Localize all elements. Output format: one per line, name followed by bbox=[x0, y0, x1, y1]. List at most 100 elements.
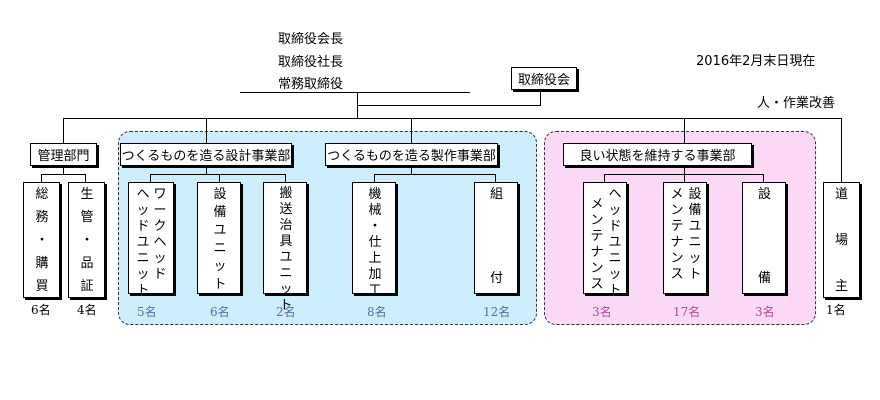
unit-label-char: ー bbox=[153, 203, 167, 218]
unit-label-char: ユ bbox=[608, 235, 622, 250]
equipment-unit-box: 設備ユニット bbox=[197, 182, 241, 294]
improvement-label: 人・作業改善 bbox=[757, 96, 836, 111]
assembly-char-bottom: 付 bbox=[490, 271, 504, 286]
unit-label-char: ヘ bbox=[136, 187, 150, 202]
dojo-char-1: 道 bbox=[835, 187, 849, 202]
assembly-char-top: 組 bbox=[490, 187, 504, 202]
general-affairs-count: 6名 bbox=[31, 303, 51, 317]
unit-label-char: 務 bbox=[35, 210, 49, 225]
equipment-unit-maint-col2: メンテナンス bbox=[670, 187, 684, 283]
equipment-maintenance-count: 3名 bbox=[755, 305, 775, 319]
general-affairs-purchasing-text: 総 務 ・ 購 買 bbox=[35, 187, 49, 295]
unit-label-char: ・ bbox=[368, 219, 382, 234]
unit-label-char: ッ bbox=[136, 267, 150, 282]
unit-label-char: ト bbox=[279, 298, 293, 313]
unit-label-char: 設 bbox=[688, 187, 702, 202]
unit-label-char: 管 bbox=[80, 210, 94, 225]
equipment-unit-text: 設備ユニット bbox=[213, 187, 227, 293]
unit-label-char: メ bbox=[670, 187, 684, 202]
as-of-date: 2016年2月末日現在 bbox=[696, 54, 816, 69]
general-affairs-purchasing-box: 総 務 ・ 購 買 bbox=[23, 182, 60, 298]
unit-label-char: ・ bbox=[35, 233, 49, 248]
unit-label-char: ト bbox=[136, 283, 150, 298]
unit-label-char: 加 bbox=[368, 267, 382, 282]
unit-label-char: 機 bbox=[368, 187, 382, 202]
unit-label-char: ド bbox=[153, 267, 167, 282]
dojo-char-2: 場 bbox=[835, 233, 849, 248]
unit-label-char: ト bbox=[213, 277, 227, 292]
equipment-maintenance-box: 設 備 bbox=[742, 182, 786, 294]
head-unit-maint-col2: メンテナンス bbox=[590, 197, 604, 293]
unit-label-char: 購 bbox=[35, 256, 49, 271]
machining-finishing-count: 8名 bbox=[367, 305, 387, 319]
equipment-char-top: 設 bbox=[758, 187, 772, 202]
machining-finishing-text: 機械・仕上加工 bbox=[368, 187, 382, 299]
dojo-master-box: 道 場 主 bbox=[823, 182, 860, 298]
unit-label-char: 治 bbox=[279, 218, 293, 233]
unit-label-char: ナ bbox=[670, 235, 684, 250]
work-head-col: ワークヘッド bbox=[153, 187, 167, 283]
unit-label-char: ド bbox=[608, 219, 622, 234]
unit-label-char: ユ bbox=[213, 223, 227, 238]
unit-label-char: ニ bbox=[279, 266, 293, 281]
equipment-unit-maint-col1: 設備ユニット bbox=[688, 187, 702, 283]
unit-label-char: 生 bbox=[80, 187, 94, 202]
unit-label-char: ト bbox=[688, 267, 702, 282]
unit-label-char: 備 bbox=[688, 203, 702, 218]
exec-chairman: 取締役会長 bbox=[278, 32, 344, 47]
unit-label-char: 送 bbox=[279, 202, 293, 217]
head-unit-maintenance-count: 3名 bbox=[592, 305, 612, 319]
unit-label-char: ・ bbox=[80, 233, 94, 248]
unit-label-char: 総 bbox=[35, 187, 49, 202]
unit-label-char: ン bbox=[590, 261, 604, 276]
manufacturing-division-box: つくるものを造る製作事業部 bbox=[325, 143, 498, 166]
unit-label-char: ッ bbox=[213, 259, 227, 274]
unit-label-char: ド bbox=[136, 219, 150, 234]
unit-label-char: 工 bbox=[368, 283, 382, 298]
unit-label-char: ン bbox=[670, 203, 684, 218]
exec-managing-director: 常務取締役 bbox=[278, 77, 344, 92]
unit-label-char: 械 bbox=[368, 203, 382, 218]
transport-jig-unit-box: 搬送治具ユニット bbox=[263, 182, 307, 313]
unit-label-char: ス bbox=[590, 277, 604, 292]
equipment-unit-maintenance-count: 17名 bbox=[673, 305, 701, 319]
unit-label-char: ヘ bbox=[608, 187, 622, 202]
exec-president: 取締役社長 bbox=[278, 55, 344, 70]
unit-label-char: ッ bbox=[608, 203, 622, 218]
unit-label-char: ユ bbox=[136, 235, 150, 250]
unit-label-char: ッ bbox=[136, 203, 150, 218]
unit-label-char: ン bbox=[590, 213, 604, 228]
unit-label-char: 備 bbox=[213, 205, 227, 220]
production-quality-box: 生 管 ・ 品 証 bbox=[68, 182, 105, 298]
unit-label-char: テ bbox=[590, 229, 604, 244]
unit-label-char: ニ bbox=[688, 235, 702, 250]
equipment-char-bottom: 備 bbox=[758, 271, 772, 286]
unit-label-char: ッ bbox=[688, 251, 702, 266]
unit-label-char: ッ bbox=[279, 282, 293, 297]
unit-label-char: ユ bbox=[688, 219, 702, 234]
maintenance-division-box: 良い状態を維持する事業部 bbox=[563, 143, 752, 166]
unit-label-char: ニ bbox=[213, 241, 227, 256]
unit-label-char: ワ bbox=[153, 187, 167, 202]
unit-label-char: ッ bbox=[608, 267, 622, 282]
transport-jig-unit-text: 搬送治具ユニット bbox=[279, 186, 293, 314]
assembly-count: 12名 bbox=[483, 305, 511, 319]
head-unit-col: ヘッドユニット bbox=[136, 187, 150, 299]
maintenance-division-label: 良い状態を維持する事業部 bbox=[579, 149, 736, 164]
unit-label-char: 証 bbox=[80, 279, 94, 294]
dojo-master-count: 1名 bbox=[826, 303, 846, 317]
production-quality-count: 4名 bbox=[77, 303, 97, 317]
unit-label-char: ヘ bbox=[153, 235, 167, 250]
dojo-char-3: 主 bbox=[835, 279, 849, 294]
design-division-label: つくるものを造る設計事業部 bbox=[121, 149, 291, 164]
unit-label-char: ニ bbox=[136, 251, 150, 266]
unit-label-char: 仕 bbox=[368, 235, 382, 250]
work-head-count: 5名 bbox=[137, 305, 157, 319]
board-label: 取締役会 bbox=[517, 73, 570, 88]
machining-finishing-box: 機械・仕上加工 bbox=[352, 182, 396, 298]
unit-label-char: ユ bbox=[279, 250, 293, 265]
production-quality-text: 生 管 ・ 品 証 bbox=[80, 187, 94, 295]
unit-label-char: ッ bbox=[153, 251, 167, 266]
management-division-box: 管理部門 bbox=[30, 143, 97, 166]
